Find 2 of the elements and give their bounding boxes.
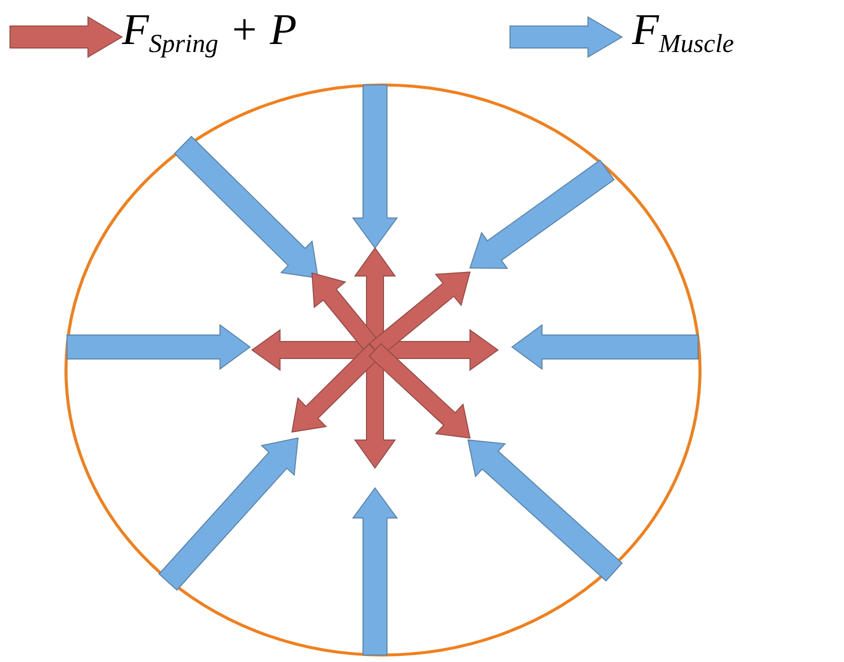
legend-label: F$_{Spring}$ + P	[122, 4, 297, 60]
legend-label: F$_{Muscle}$	[632, 4, 734, 60]
